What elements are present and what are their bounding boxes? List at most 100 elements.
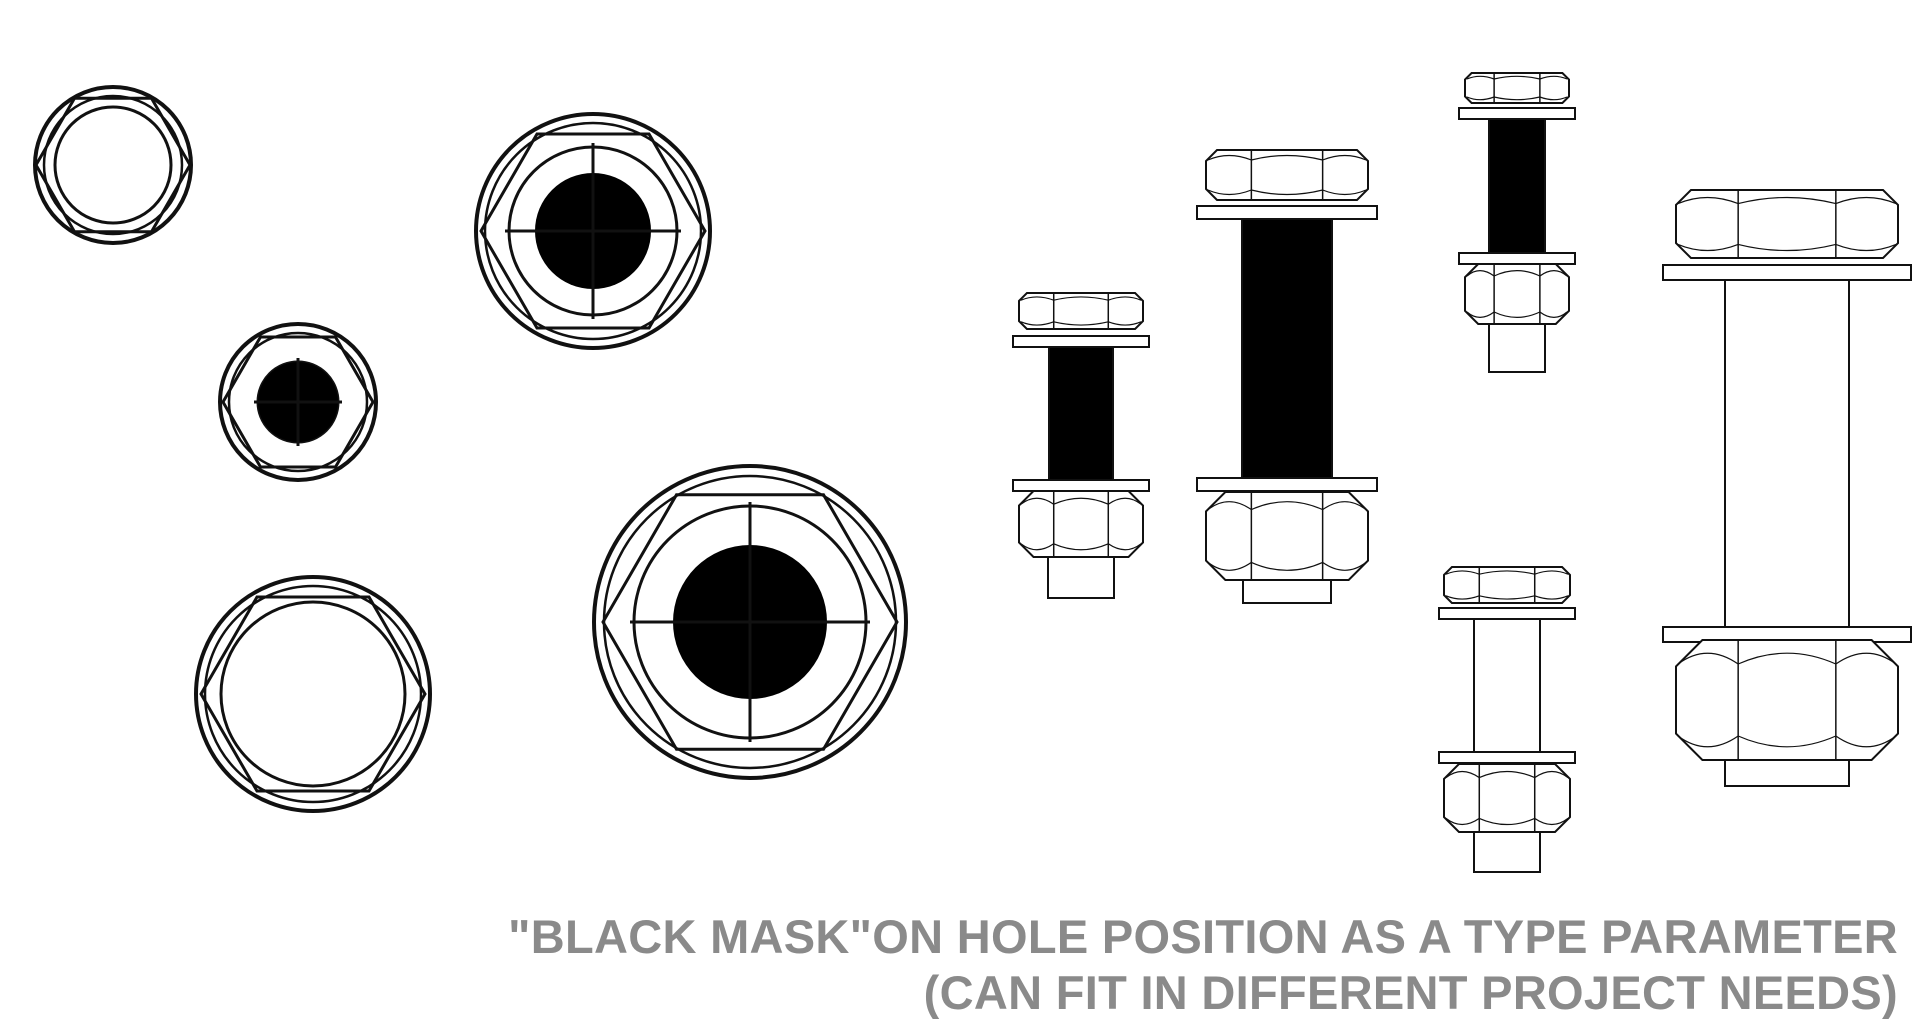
bolt-tail: [1242, 579, 1332, 604]
bolt-head-chamfer: [1539, 75, 1568, 80]
hex-nut-chamfer: [1835, 652, 1897, 665]
nut-hexagon: [199, 595, 427, 793]
bolt-head-chamfer: [1677, 196, 1739, 205]
hex-nut-chamfer: [1479, 817, 1535, 826]
washer-inner-circle: [483, 121, 703, 341]
washer-outer-circle: [194, 575, 432, 813]
washer-outer-circle: [218, 322, 378, 482]
bolt-head-chamfer: [1677, 243, 1739, 252]
bolt-head: [1675, 189, 1899, 259]
nut-hexagon: [601, 493, 899, 751]
hex-nut-chamfer: [1534, 770, 1569, 779]
plan-view-4: [194, 575, 432, 813]
bolt-head-chamfer: [1322, 189, 1367, 196]
hex-nut-chamfer: [1466, 311, 1495, 318]
hex-nut: [1018, 490, 1144, 558]
bolt-head-chamfer: [1108, 296, 1142, 301]
bolt-head-chamfer: [1534, 570, 1569, 575]
hex-nut-chamfer: [1445, 770, 1480, 779]
hex-nut-chamfer: [1539, 311, 1568, 318]
washer-outer-circle: [33, 85, 193, 245]
bolt-head-chamfer: [1738, 196, 1836, 205]
bolt-head-chamfer: [1207, 154, 1252, 161]
bolt-tail: [1724, 759, 1850, 787]
bolt-head-chamfer: [1020, 296, 1054, 301]
plan-view-1: [33, 85, 193, 245]
washer-outer-circle: [474, 112, 712, 350]
bolt-head-chamfer: [1207, 189, 1252, 196]
plan-view-3: [474, 112, 712, 350]
hex-nut-chamfer: [1207, 501, 1252, 511]
nut-hexagon: [34, 96, 192, 234]
bolt-head-chamfer: [1445, 595, 1480, 600]
plan-view-2: [218, 322, 378, 482]
black-mask-shank: [1241, 218, 1333, 479]
bolt-head: [1205, 149, 1369, 201]
washer-inner-circle: [42, 94, 184, 236]
hex-nut-chamfer: [1677, 652, 1739, 665]
hex-nut-chamfer: [1053, 497, 1109, 505]
bolt-head: [1464, 72, 1570, 104]
bottom-washer: [1012, 479, 1150, 492]
bolt-head-chamfer: [1534, 595, 1569, 600]
hex-nut-chamfer: [1053, 543, 1109, 551]
bolt-head-chamfer: [1466, 96, 1495, 101]
bolt-head-chamfer: [1493, 75, 1541, 80]
bolt-head-chamfer: [1322, 154, 1367, 161]
bottom-washer: [1458, 252, 1576, 265]
bottom-washer: [1438, 751, 1576, 764]
bolt-tail: [1488, 323, 1546, 373]
hex-nut-chamfer: [1445, 817, 1480, 826]
hex-nut-chamfer: [1737, 652, 1837, 665]
bolt-head-chamfer: [1466, 75, 1495, 80]
black-mask-shank: [1488, 118, 1546, 254]
hex-nut: [1205, 491, 1369, 581]
hex-nut-chamfer: [1251, 561, 1323, 571]
bolt-head-chamfer: [1738, 243, 1836, 252]
top-washer: [1438, 607, 1576, 620]
washer-inner-circle: [227, 331, 369, 473]
bolt-shank: [1724, 279, 1850, 628]
hex-nut-chamfer: [1107, 497, 1142, 505]
bolt-tail: [1473, 831, 1541, 873]
hex-nut: [1464, 263, 1570, 325]
elevation-view-5: [1662, 189, 1912, 787]
bottom-washer: [1196, 477, 1378, 492]
hex-nut-chamfer: [1677, 735, 1739, 748]
hex-nut-chamfer: [1737, 735, 1837, 748]
elevation-view-3: [1458, 72, 1576, 373]
hex-nut-chamfer: [1539, 270, 1568, 277]
caption-line-2: (CAN FIT IN DIFFERENT PROJECT NEEDS): [923, 966, 1898, 1019]
washer-outer-circle: [592, 464, 908, 780]
bolt-head-chamfer: [1539, 96, 1568, 101]
hex-nut-chamfer: [1107, 543, 1142, 551]
hex-nut-chamfer: [1479, 770, 1535, 779]
bolt-tail: [1047, 556, 1115, 599]
bolt-shank: [1473, 618, 1541, 753]
elevation-view-1: [1012, 292, 1150, 599]
top-washer: [1458, 107, 1576, 120]
hex-nut-chamfer: [1020, 497, 1055, 505]
bolt-head: [1443, 566, 1571, 604]
hex-nut-chamfer: [1534, 817, 1569, 826]
hex-nut-chamfer: [1466, 270, 1495, 277]
hex-nut-chamfer: [1493, 311, 1541, 318]
hex-nut-chamfer: [1493, 270, 1541, 277]
bolt-head-chamfer: [1835, 243, 1897, 252]
plan-view-5: [592, 464, 908, 780]
washer-inner-circle: [203, 584, 423, 804]
bolt-head-chamfer: [1479, 570, 1535, 575]
black-mask-shank: [1048, 346, 1114, 481]
bolt-head-chamfer: [1053, 296, 1109, 301]
bolt-head-chamfer: [1053, 321, 1109, 326]
top-washer: [1012, 335, 1150, 348]
caption-line-1: "BLACK MASK"ON HOLE POSITION AS A TYPE P…: [508, 910, 1898, 963]
nut-hexagon: [479, 132, 707, 330]
hex-nut-chamfer: [1251, 501, 1323, 511]
bolt-head-chamfer: [1445, 570, 1480, 575]
hex-nut: [1675, 639, 1899, 761]
bolt-head-chamfer: [1479, 595, 1535, 600]
bolt-head-chamfer: [1835, 196, 1897, 205]
hole-circle: [219, 600, 407, 788]
